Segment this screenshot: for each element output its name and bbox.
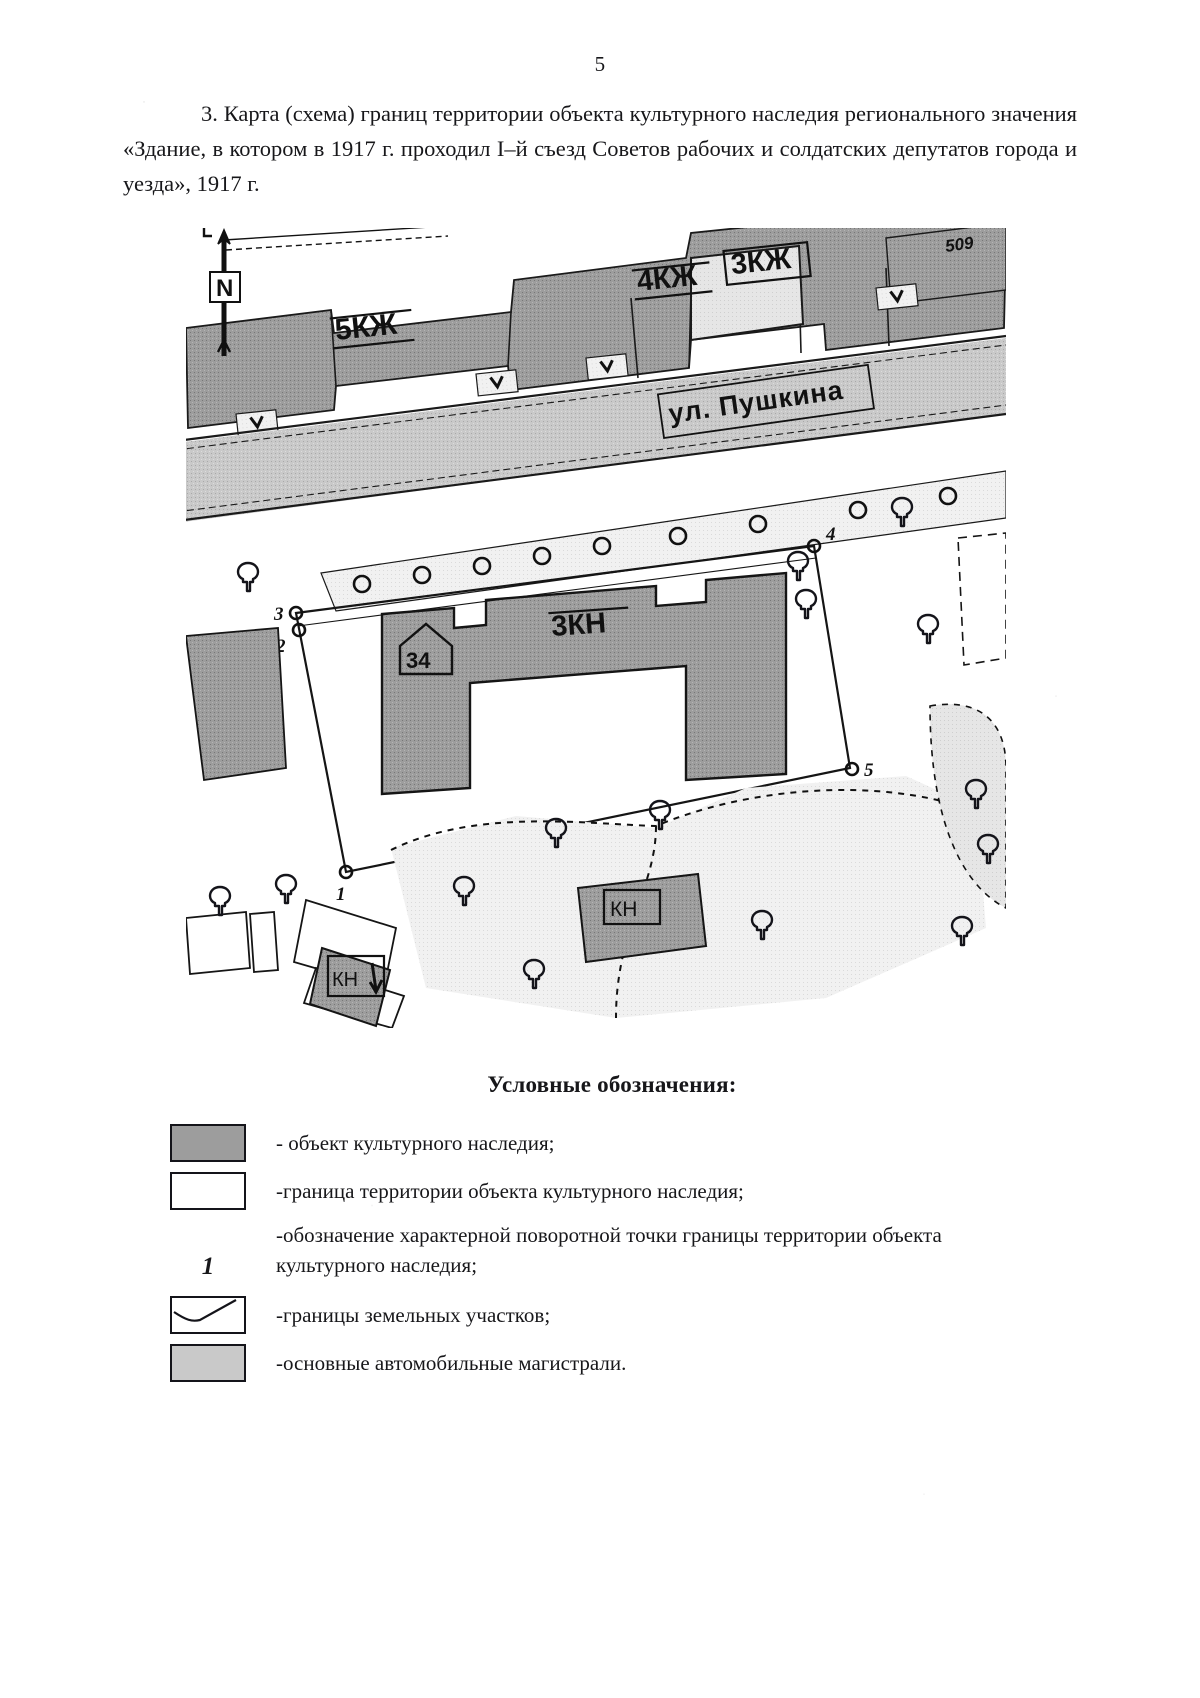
- boundary-point-label-5: 5: [864, 760, 874, 781]
- parcel-line-rectangle-icon: [170, 1296, 246, 1334]
- legend-title: Условные обозначения:: [487, 1072, 737, 1097]
- manhole-markers: [352, 486, 958, 594]
- page-title-text: 3. Карта (схема) границ территории объек…: [123, 101, 1077, 196]
- map-label-kn-park: КН: [610, 898, 637, 921]
- legend-item-territory-boundary: -граница территории объекта культурного …: [170, 1172, 1030, 1210]
- boundary-point-label-4: 4: [825, 524, 836, 545]
- legend-item-main-roads: -основные автомобильные магистрали.: [170, 1344, 1030, 1382]
- protection-boundary: [294, 544, 852, 874]
- building-3kzh-shape: [690, 244, 805, 342]
- legend-label-main-roads: -основные автомобильные магистрали.: [276, 1351, 627, 1375]
- boundary-point-markers: [288, 538, 860, 880]
- svg-text:5КЖ: 5КЖ: [333, 308, 399, 347]
- boundary-point-4: [806, 538, 822, 554]
- parcel-thin-lines: [223, 228, 449, 251]
- svg-text:3КЖ: 3КЖ: [729, 243, 793, 281]
- boundary-point-5: [844, 761, 860, 777]
- lower-left-kn-building: КН: [308, 946, 392, 1028]
- light-gray-rectangle-icon: [170, 1344, 246, 1382]
- legend-swatch-territory-boundary: [170, 1172, 246, 1210]
- svg-text:509: 509: [944, 233, 975, 256]
- north-arrow-label: N: [216, 275, 233, 302]
- left-neighbour-building: [186, 627, 287, 782]
- map-label-4kzh: 4КЖ: [631, 260, 713, 301]
- legend: Условные обозначения: - объект культурно…: [0, 1072, 1200, 1392]
- legend-item-heritage-object: - объект культурного наследия;: [170, 1124, 1030, 1162]
- white-rectangle-outline-icon: [170, 1172, 246, 1210]
- legend-swatch-land-parcel-boundary: [170, 1296, 246, 1334]
- legend-swatch-heritage-object: [170, 1124, 246, 1162]
- legend-rows: - объект культурного наследия; -граница …: [170, 1124, 1030, 1382]
- map-label-3kn: 3КН: [548, 606, 629, 643]
- page-title: 3. Карта (схема) границ территории объек…: [123, 96, 1077, 201]
- boundary-point-2: [291, 622, 307, 638]
- map-label-house-34: 34: [398, 622, 454, 676]
- legend-label-land-parcel-boundary: -границы земельных участков;: [276, 1303, 551, 1327]
- boundary-point-label-1: 1: [336, 884, 346, 905]
- map-label-5kzh: 5КЖ: [329, 308, 415, 350]
- legend-label-turning-point: -обозначение характерной поворотной точк…: [276, 1223, 942, 1277]
- heritage-building-shape: [380, 571, 788, 796]
- page-number: 5: [594, 52, 606, 76]
- legend-swatch-turning-point: 1: [170, 1220, 246, 1286]
- park-kn-building: КН: [576, 872, 708, 964]
- legend-label-territory-boundary: -граница территории объекта культурного …: [276, 1179, 744, 1203]
- cadastral-map: 3 2 4 5 1 КН КН: [186, 228, 1006, 1028]
- legend-label-heritage-object: - объект культурного наследия;: [276, 1131, 555, 1155]
- legend-item-land-parcel-boundary: -границы земельных участков;: [170, 1296, 1030, 1334]
- main-road-band: [186, 334, 1006, 522]
- filled-gray-rectangle-icon: [170, 1124, 246, 1162]
- sidewalk-band: [320, 470, 1006, 612]
- legend-swatch-main-roads: [170, 1344, 246, 1382]
- legend-item-turning-point: 1 -обозначение характерной поворотной то…: [170, 1220, 1030, 1286]
- north-arrow: N: [202, 228, 241, 356]
- boundary-point-label-3: 3: [273, 604, 284, 625]
- svg-text:34: 34: [406, 648, 431, 673]
- italic-number-icon: 1: [201, 1253, 215, 1280]
- map-label-kn-lower: КН: [332, 969, 358, 991]
- boundary-point-3: [288, 605, 304, 621]
- boundary-point-1: [338, 864, 354, 880]
- right-dashed-parcel: [957, 532, 1006, 666]
- map-label-3kzh: 3КЖ: [722, 240, 812, 286]
- boundary-point-label-2: 2: [275, 636, 286, 657]
- map-label-509: 509: [944, 233, 975, 256]
